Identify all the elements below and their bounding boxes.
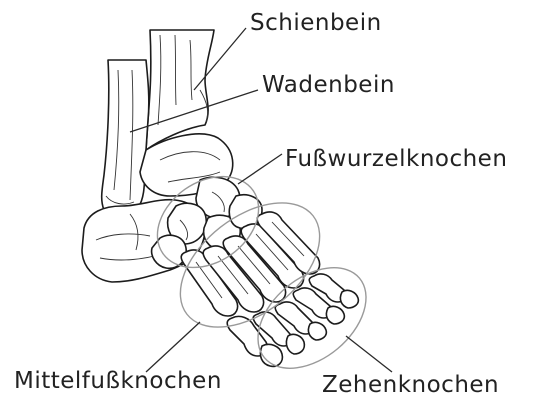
fibula-label: Wadenbein bbox=[262, 72, 395, 98]
tarsals-label: Fußwurzelknochen bbox=[285, 146, 507, 172]
metatarsals-leader-line bbox=[146, 322, 200, 372]
tibia-bone bbox=[146, 30, 214, 150]
tibia-label: Schienbein bbox=[250, 10, 382, 36]
phalanges-leader-line bbox=[346, 336, 392, 372]
phalanges-label: Zehenknochen bbox=[322, 372, 499, 398]
fibula-bone bbox=[102, 60, 149, 215]
metatarsals-label: Mittelfußknochen bbox=[14, 368, 222, 394]
tarsals-leader-line bbox=[238, 154, 282, 184]
